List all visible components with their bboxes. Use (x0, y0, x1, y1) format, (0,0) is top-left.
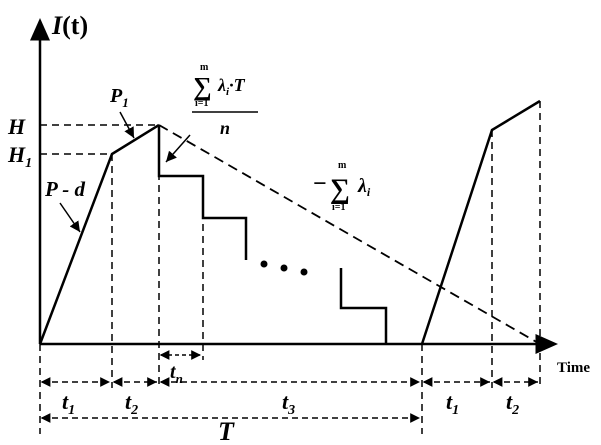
t2-label: t2 (125, 389, 138, 418)
y-axis-label: I(t) (51, 11, 88, 40)
production-ramp-2 (420, 99, 541, 345)
demand-rate-formula: − m ∑ i=1 λi (313, 160, 371, 213)
svg-text:i=1: i=1 (195, 98, 208, 109)
t3-label: t3 (282, 389, 295, 418)
cycle-T-label: T (218, 417, 235, 445)
batch-size-formula: m ∑ i=1 λi·T n (192, 62, 258, 138)
level-H-label: H (7, 114, 26, 139)
level-H1-label: H1 (7, 142, 32, 171)
t1-label: t1 (62, 389, 75, 418)
svg-text:λi: λi (357, 175, 371, 199)
svg-text:λi·T: λi·T (217, 75, 246, 98)
p1-pointer (119, 111, 135, 139)
svg-text:∑: ∑ (193, 72, 212, 101)
ellipsis-dot (260, 260, 268, 268)
stepwise-depletion-tail (339, 268, 388, 344)
svg-text:m: m (338, 160, 347, 171)
t2b-label: t2 (506, 389, 519, 418)
svg-text:i=1: i=1 (332, 202, 345, 213)
pd-pointer (59, 202, 81, 233)
svg-text:n: n (220, 118, 230, 138)
ellipsis-dot (300, 268, 308, 276)
p1-label: P1 (109, 85, 129, 110)
pd-label: P - d (44, 177, 86, 201)
batch-size-pointer (165, 134, 191, 163)
ellipsis-dot (280, 264, 288, 272)
production-ramp-1 (38, 123, 160, 345)
demand-depletion-line (158, 124, 541, 345)
svg-text:−: − (313, 171, 327, 197)
svg-text:∑: ∑ (330, 174, 350, 205)
x-axis-label: Time (557, 360, 590, 376)
t1b-label: t1 (446, 389, 459, 418)
svg-text:m: m (200, 62, 209, 73)
